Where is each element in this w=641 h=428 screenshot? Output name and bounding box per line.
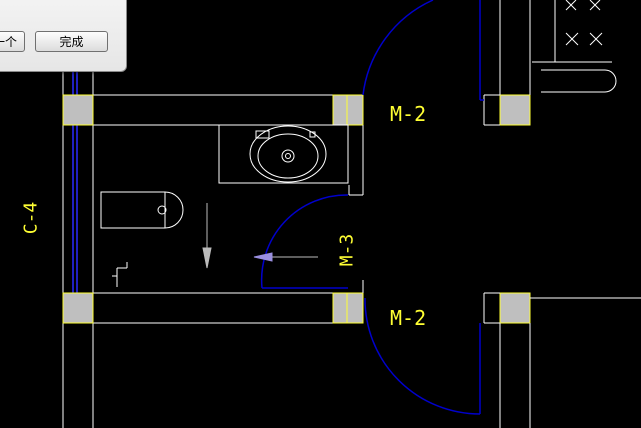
left-wall bbox=[62, 70, 94, 428]
find-dialog: 一个 完成 bbox=[0, 0, 127, 72]
washbasin bbox=[218, 124, 349, 184]
door-label-m2-bottom[interactable]: M-2 bbox=[390, 306, 427, 330]
door-label-m2-top[interactable]: M-2 bbox=[390, 102, 427, 126]
floor-drain bbox=[112, 262, 128, 287]
bathroom-right-wall bbox=[348, 125, 364, 293]
done-button[interactable]: 完成 bbox=[35, 31, 108, 52]
horizontal-walls bbox=[93, 94, 333, 324]
door-label-m3[interactable]: M-3 bbox=[336, 233, 358, 267]
columns bbox=[62, 94, 531, 324]
door-swings bbox=[260, 0, 484, 415]
slope-arrows bbox=[202, 203, 318, 269]
toilet bbox=[100, 191, 184, 229]
next-button[interactable]: 一个 bbox=[0, 31, 25, 52]
window-label-c4[interactable]: C-4 bbox=[20, 201, 42, 235]
right-door-jambs bbox=[483, 0, 641, 428]
furniture-top-right bbox=[532, 0, 617, 93]
